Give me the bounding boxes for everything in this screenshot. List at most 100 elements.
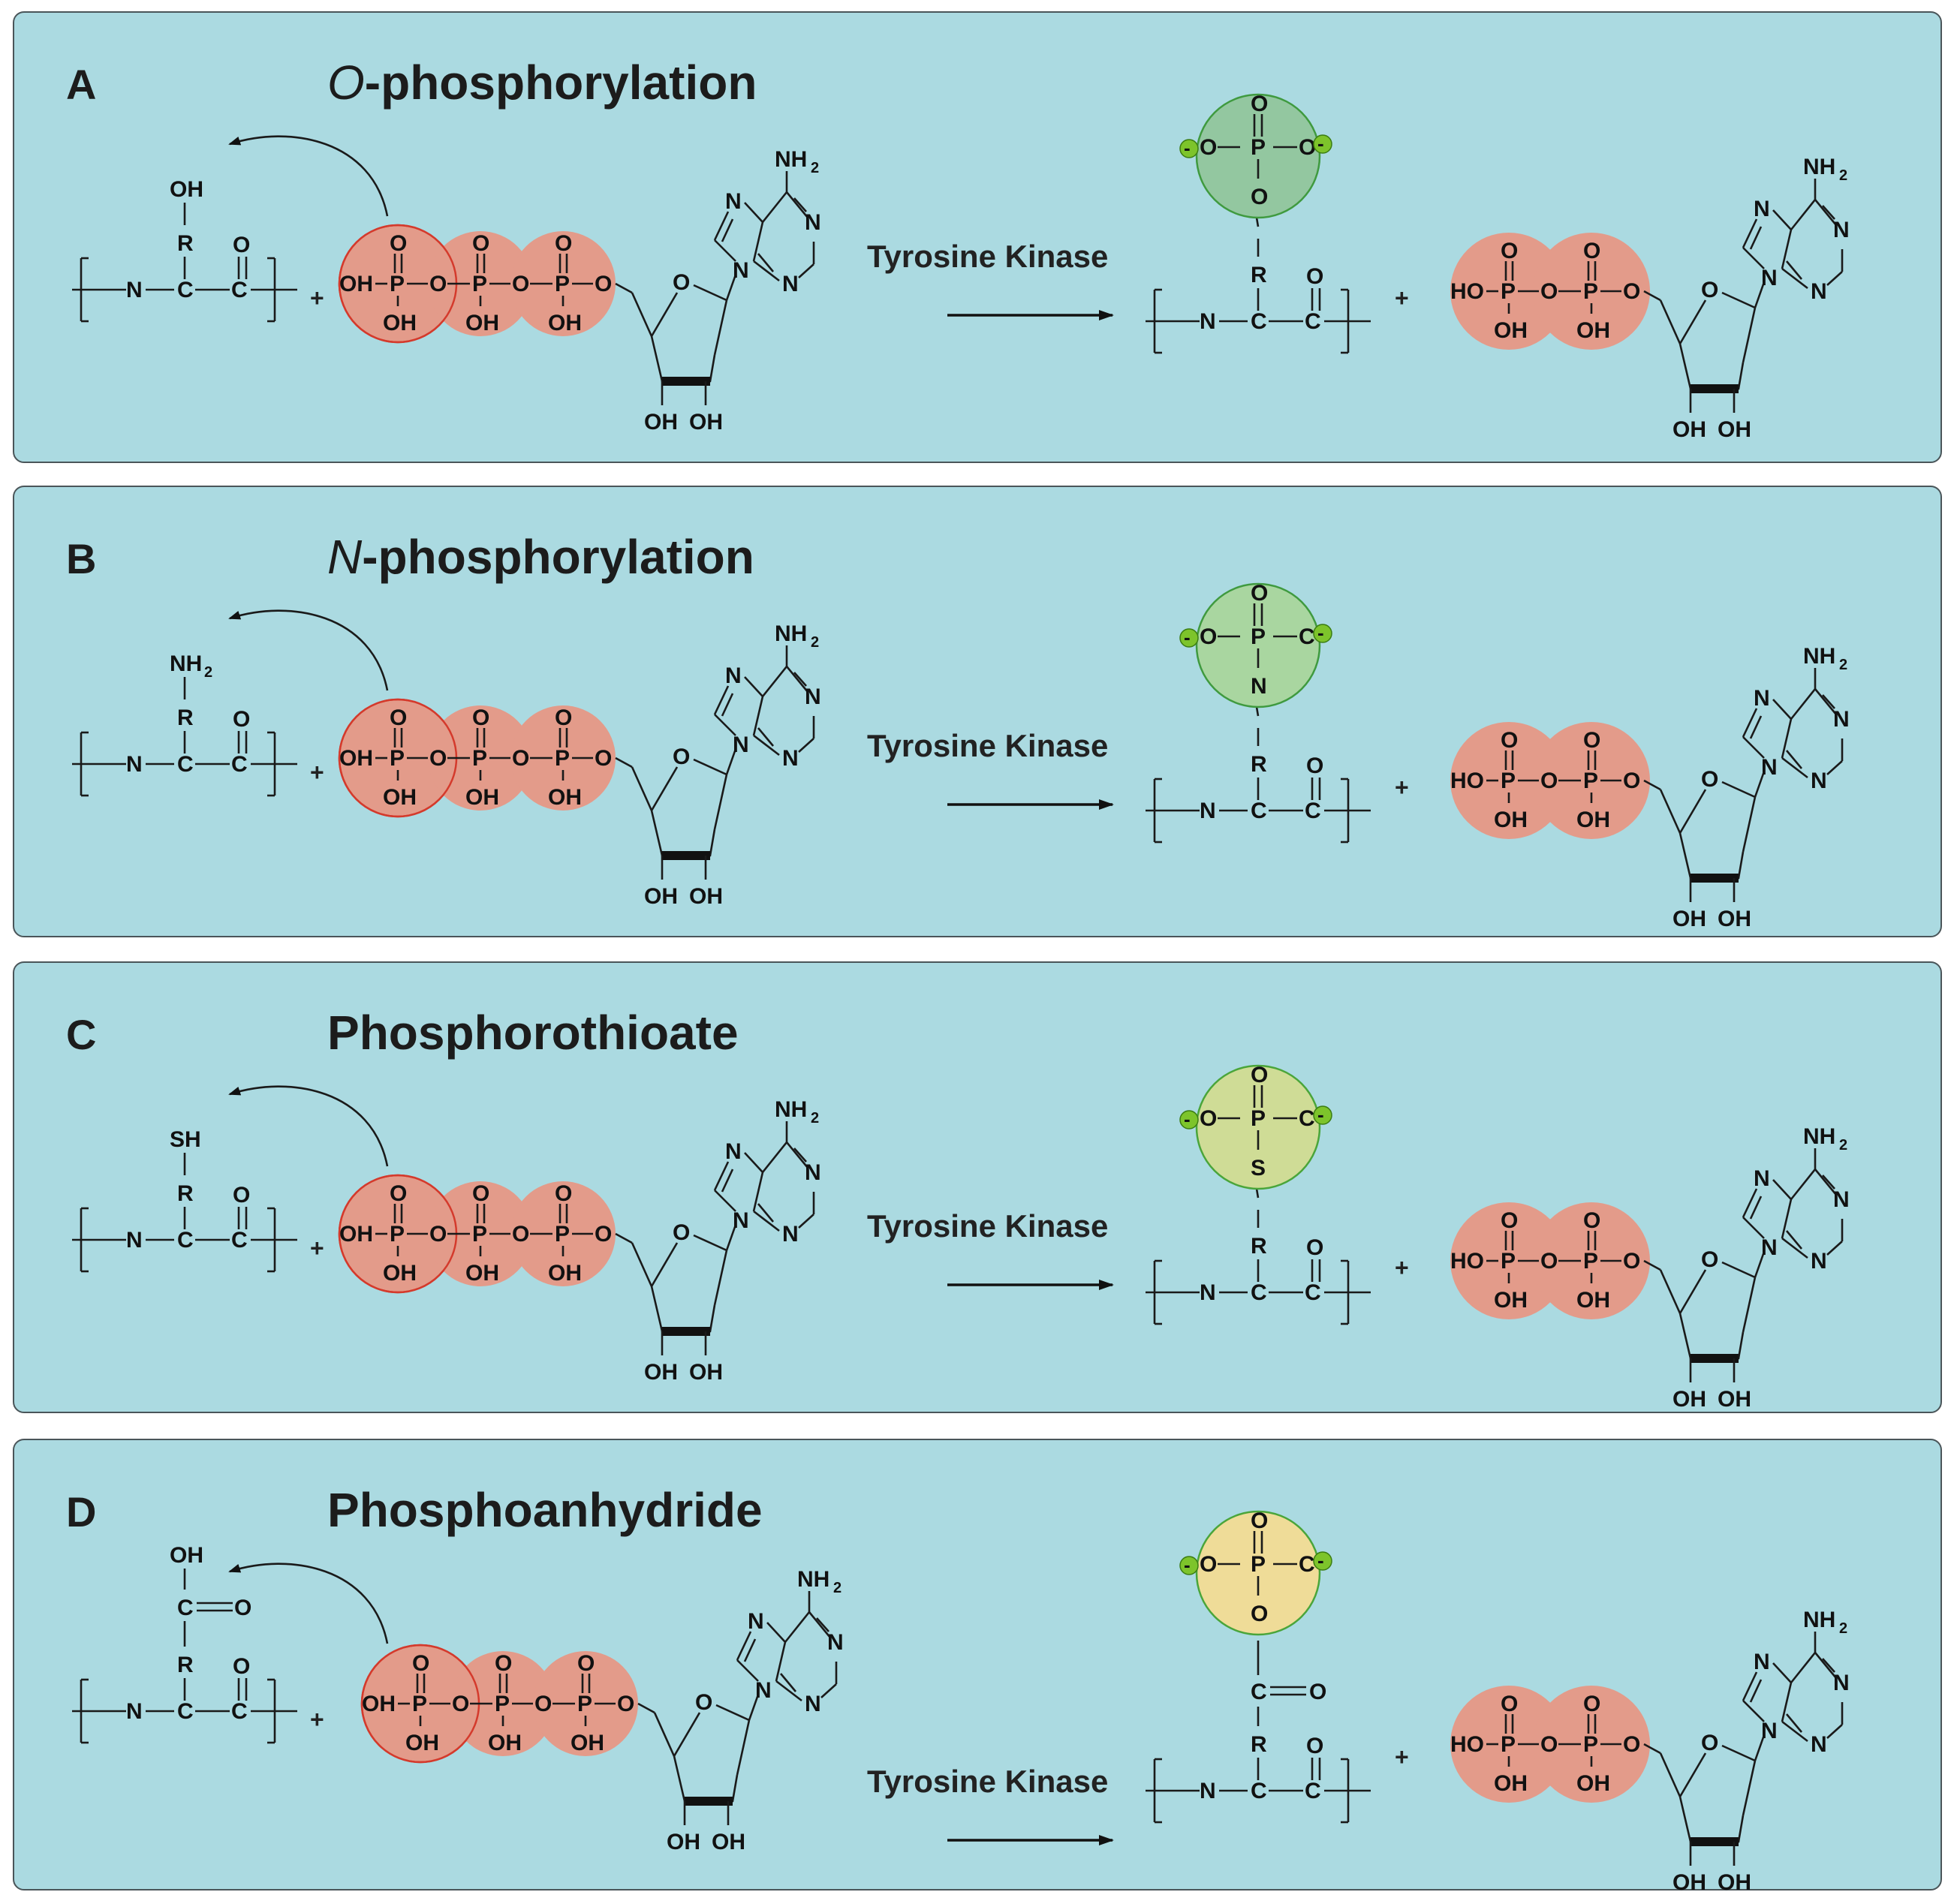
title-text: Phosphoanhydride [327, 1483, 763, 1537]
alpha-carbon: C [177, 1228, 194, 1253]
reagent-label: Tyrosine Kinase [867, 1764, 1108, 1799]
carbonyl-carbon: C [231, 278, 248, 302]
r-group: R [177, 231, 194, 256]
r-group: R [1251, 752, 1267, 777]
alpha-carbon: C [1251, 309, 1267, 334]
oxygen-right: O [1299, 135, 1316, 160]
r-group: R [177, 1181, 194, 1206]
side-chain-group: NH [170, 651, 202, 676]
r-group: R [177, 1653, 194, 1677]
phosphorus: P [1251, 624, 1266, 649]
negative-charge-icon [1179, 628, 1199, 648]
panel-background [13, 1439, 1942, 1890]
phosphoryl-oxygen: O [1251, 92, 1268, 116]
attack-arrow [228, 1085, 389, 1167]
panel-title: Phosphoanhydride [327, 1483, 763, 1537]
title-text: -phosphorylation [365, 56, 757, 110]
reagent-label: Tyrosine Kinase [867, 1208, 1108, 1244]
carbonyl-carbon: C [231, 1699, 248, 1724]
oxygen-left: O [1200, 135, 1217, 160]
plus-sign: + [1395, 1254, 1409, 1281]
carbonyl-carbon: C [231, 1228, 248, 1253]
phosphorus: P [1251, 1106, 1266, 1131]
negative-charge-icon [1313, 1105, 1332, 1125]
negative-charge-label: - [1317, 1549, 1324, 1572]
product-phosphate-circle [1195, 1510, 1321, 1636]
alpha-carbon: C [1251, 1280, 1267, 1305]
carbonyl-carbon: C [1305, 1779, 1321, 1803]
phosphorus: P [1251, 135, 1266, 160]
panel-background [13, 486, 1942, 937]
oxygen-left: O [1200, 624, 1217, 649]
plus-sign: + [310, 284, 324, 311]
negative-charge-label: - [1184, 137, 1191, 159]
negative-charge-icon [1179, 1110, 1199, 1129]
carbonyl-carbon: C [1305, 799, 1321, 823]
carbonyl-carbon: C [231, 752, 248, 777]
negative-charge-icon [1313, 1551, 1332, 1571]
attack-arrow [228, 1563, 389, 1644]
plus-sign: + [1395, 1743, 1409, 1770]
plus-sign: + [310, 1706, 324, 1733]
phosphorus: P [1251, 1552, 1266, 1577]
panel-letter: D [66, 1488, 96, 1536]
backbone-n: N [1200, 1280, 1216, 1305]
phosphoryl-oxygen: O [1251, 581, 1268, 606]
backbone-n: N [126, 1699, 143, 1724]
link-atom: O [1251, 1602, 1268, 1626]
oxygen-right: C [1299, 624, 1315, 649]
alpha-carbon: C [1251, 799, 1267, 823]
r-group: R [1251, 1234, 1267, 1259]
title-text: Phosphorothioate [327, 1006, 739, 1060]
product-phosphate-circle [1195, 582, 1321, 708]
side-chain-group: SH [170, 1127, 201, 1152]
product-phosphate-circle [1195, 93, 1321, 219]
panel-title: N-phosphorylation [327, 530, 754, 584]
negative-charge-icon [1313, 624, 1332, 643]
alpha-carbon: C [177, 278, 194, 302]
reagent-label: Tyrosine Kinase [867, 728, 1108, 763]
oxygen-left: O [1200, 1106, 1217, 1131]
attack-arrow [228, 609, 389, 691]
panel-letter: B [66, 535, 96, 582]
r-group: R [177, 705, 194, 730]
subscript: 2 [204, 664, 212, 681]
attack-arrow [228, 135, 389, 217]
phosphoryl-oxygen: O [1251, 1063, 1268, 1087]
negative-charge-label: - [1184, 626, 1191, 648]
plus-sign: + [310, 759, 324, 786]
r-group: R [1251, 263, 1267, 287]
phosphoryl-oxygen: O [1251, 1508, 1268, 1533]
side-chain-group: OH [170, 1543, 203, 1568]
acyl-oxygen: O [1309, 1680, 1326, 1704]
product-phosphate-circle [1195, 1064, 1321, 1190]
alpha-carbon: C [177, 752, 194, 777]
carbonyl-oxygen: O [1306, 264, 1323, 289]
carbonyl-oxygen: O [233, 233, 250, 257]
title-italic-prefix: N [327, 530, 363, 584]
title-text: -phosphorylation [362, 530, 754, 584]
oxygen-right: C [1299, 1106, 1315, 1131]
negative-charge-icon [1313, 134, 1332, 154]
acyl-carbon: C [1251, 1680, 1267, 1704]
backbone-n: N [126, 278, 143, 302]
negative-charge-label: - [1317, 1103, 1324, 1126]
panel-background [13, 11, 1942, 463]
oxygen-left: O [1200, 1552, 1217, 1577]
title-italic-prefix: O [327, 56, 365, 110]
plus-sign: + [310, 1235, 324, 1262]
side-chain-oxygen: O [234, 1596, 251, 1620]
reagent-label: Tyrosine Kinase [867, 239, 1108, 274]
carbonyl-carbon: C [1305, 1280, 1321, 1305]
negative-charge-label: - [1317, 132, 1324, 155]
carbonyl-oxygen: O [233, 1654, 250, 1679]
carbonyl-oxygen: O [1306, 1734, 1323, 1758]
negative-charge-label: - [1184, 1554, 1191, 1576]
plus-sign: + [1395, 774, 1409, 801]
link-atom: O [1251, 185, 1268, 209]
